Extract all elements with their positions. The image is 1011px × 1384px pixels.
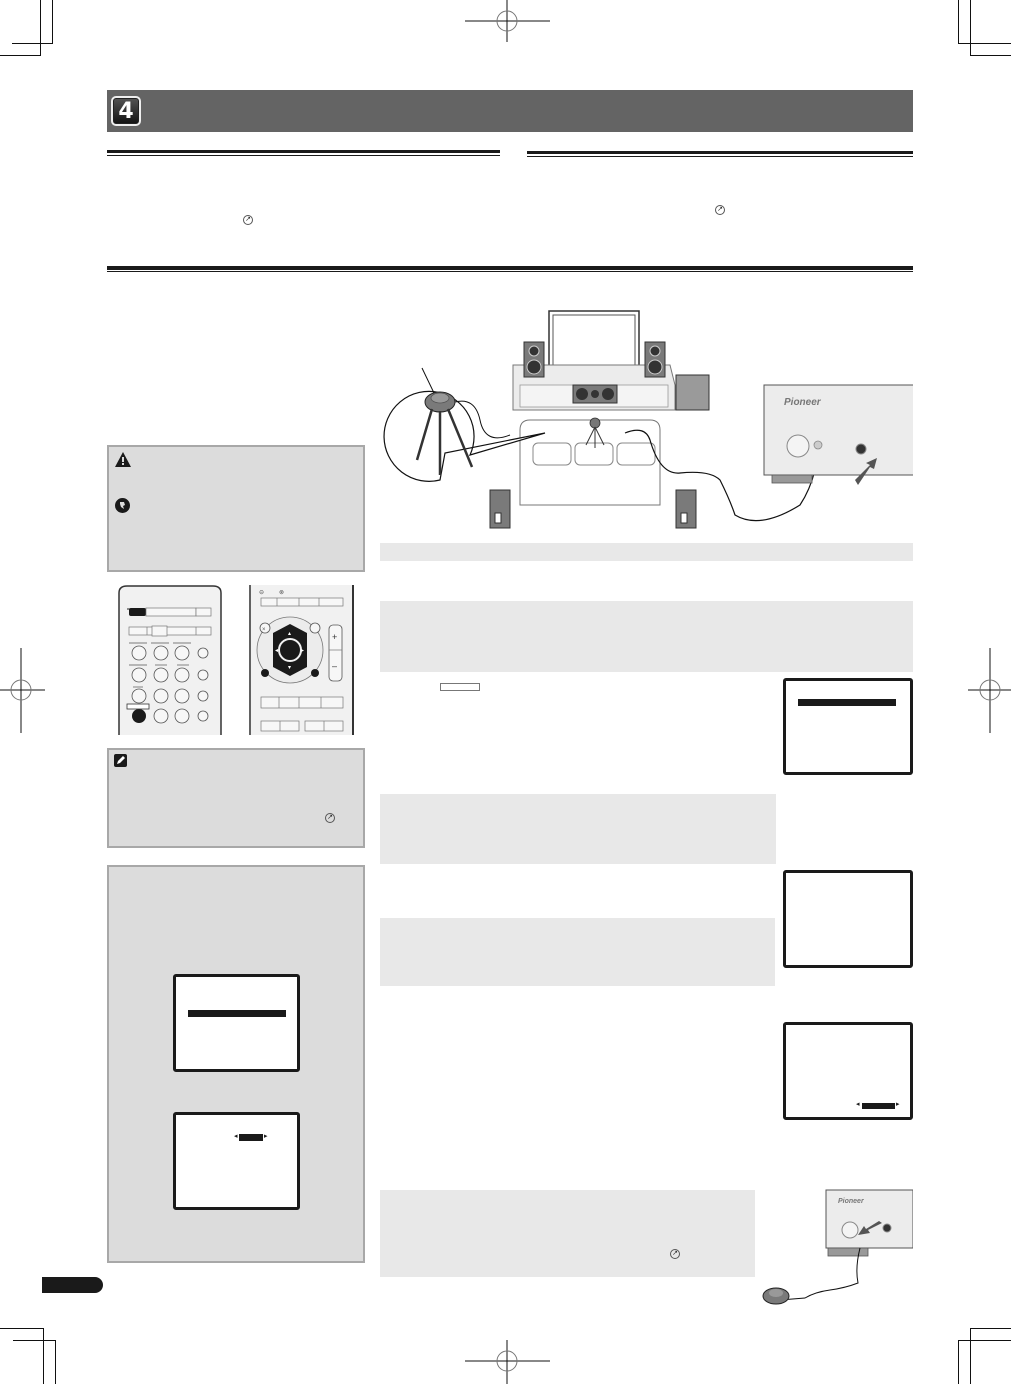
crop-mark [970, 1328, 971, 1384]
osd-value-selector [862, 1103, 895, 1109]
section-rule-left-thin [107, 155, 500, 156]
step-band-4 [380, 918, 775, 986]
osd-screen-step-3: ◂ ▸ [783, 1022, 913, 1120]
page-reference-icon[interactable]: ↗ [670, 1249, 680, 1259]
osd-screen-step-1 [783, 678, 913, 775]
svg-text:⊗: ⊗ [279, 590, 284, 596]
crop-mark [958, 1340, 1011, 1341]
remote-control-left-illustration [118, 585, 222, 735]
main-section-rule [107, 266, 913, 270]
crop-mark [970, 0, 971, 55]
crop-mark [0, 1328, 44, 1329]
chapter-number-badge: 4 [111, 96, 141, 126]
main-section-rule-thin [107, 271, 913, 272]
registration-target-bottom [465, 1340, 550, 1384]
registration-target-top [465, 0, 550, 42]
osd-screen-setting: ◂ ▸ [173, 1112, 300, 1210]
crop-mark [958, 1340, 959, 1384]
arrow-right-icon: ▸ [896, 1101, 900, 1108]
registration-target-right [968, 648, 1011, 733]
svg-text:▾: ▾ [288, 665, 291, 671]
section-rule-left [107, 150, 500, 153]
sidebar-procedure-panel: ◂ ▸ [107, 865, 365, 1263]
registration-target-left [0, 648, 45, 733]
room-setup-illustration: Pioneer [383, 310, 913, 529]
crop-mark [52, 0, 53, 43]
arrow-left-icon: ◂ [856, 1101, 860, 1108]
svg-text:+: + [332, 632, 337, 642]
step-band-3 [380, 794, 776, 864]
warning-triangle-icon [115, 452, 131, 467]
crop-mark [55, 1340, 56, 1384]
osd-screen-menu [173, 974, 300, 1072]
page-reference-icon[interactable]: ↗ [325, 813, 335, 823]
unplug-mic-illustration: Pioneer [762, 1189, 913, 1305]
chapter-header-band [107, 90, 913, 132]
page-reference-icon[interactable]: ↗ [243, 215, 253, 225]
section-rule-right [527, 151, 913, 154]
crop-mark [13, 1340, 56, 1341]
svg-text:×: × [262, 627, 266, 633]
section-rule-right-thin [527, 156, 913, 157]
caution-box [107, 445, 365, 572]
osd-highlight-bar [798, 699, 896, 706]
crop-mark [970, 55, 1011, 56]
note-box: ↗ [107, 748, 365, 848]
svg-text:Pioneer: Pioneer [838, 1198, 865, 1205]
step-band-2 [380, 601, 913, 672]
crop-mark [970, 1328, 1011, 1329]
page-reference-icon[interactable]: ↗ [715, 205, 725, 215]
crop-mark [40, 0, 41, 55]
important-icon [115, 498, 130, 513]
page-number-tab [42, 1277, 103, 1293]
svg-text:▴: ▴ [288, 631, 291, 637]
svg-text:▸: ▸ [301, 648, 304, 654]
crop-mark [958, 43, 1011, 44]
remote-control-right-illustration: ⊖ ⊗ ▴ ▾ ◂ ▸ × + – [249, 585, 354, 735]
osd-value-selector [239, 1134, 263, 1141]
note-pencil-icon [114, 754, 127, 767]
remote-button-outline [440, 683, 480, 691]
arrow-right-icon: ▸ [264, 1133, 268, 1140]
osd-highlight-bar [188, 1010, 286, 1017]
osd-screen-step-2 [783, 870, 913, 968]
crop-mark [12, 43, 53, 44]
svg-text:⊖: ⊖ [259, 590, 264, 596]
arrow-left-icon: ◂ [234, 1133, 238, 1140]
svg-text:◂: ◂ [275, 648, 278, 654]
svg-text:–: – [332, 661, 337, 671]
step-band-5: ↗ [380, 1190, 755, 1277]
step-band-1 [380, 543, 913, 561]
crop-mark [43, 1328, 44, 1384]
crop-mark [0, 55, 41, 56]
crop-mark [958, 0, 959, 43]
pioneer-logo: Pioneer [784, 397, 822, 408]
